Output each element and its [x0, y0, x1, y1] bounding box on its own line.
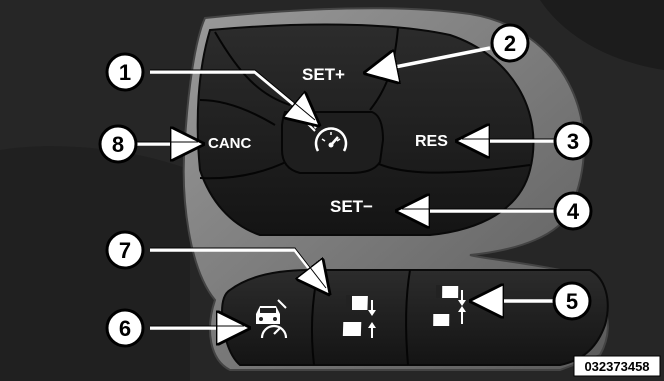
- callout-7: 7: [105, 230, 145, 270]
- svg-text:4: 4: [567, 199, 580, 224]
- svg-text:8: 8: [112, 132, 124, 157]
- wheel-spoke-left: [0, 146, 190, 381]
- figure-code: 032373458: [573, 355, 661, 377]
- callout-arrows: [137, 46, 555, 328]
- distance-decrease-icon: [342, 295, 376, 338]
- svg-text:7: 7: [119, 238, 131, 263]
- callout-4: 4: [553, 191, 593, 231]
- set-minus-label[interactable]: SET−: [330, 197, 373, 216]
- callout-1: 1: [105, 52, 145, 92]
- distance-increase-icon: [433, 285, 466, 326]
- callout-arrow-1: [150, 70, 315, 122]
- wheel-hub-shadow: [0, 0, 664, 70]
- canc-label[interactable]: CANC: [208, 135, 251, 152]
- callout-arrow-7: [150, 248, 326, 290]
- callout-8: 8: [98, 124, 138, 164]
- distance-increase-button[interactable]: [412, 272, 502, 362]
- callout-5: 5: [552, 281, 592, 321]
- callout-6: 6: [105, 308, 145, 348]
- svg-text:032373458: 032373458: [584, 359, 649, 374]
- svg-text:3: 3: [567, 129, 579, 154]
- svg-text:1: 1: [119, 60, 131, 85]
- set-plus-label[interactable]: SET+: [302, 65, 345, 84]
- svg-text:5: 5: [566, 289, 578, 314]
- distance-decrease-button[interactable]: [322, 275, 404, 363]
- adaptive-cruise-icon: [256, 299, 288, 339]
- callout-arrow-2: [370, 46, 491, 72]
- callout-2: 2: [490, 23, 530, 63]
- callout-3: 3: [553, 121, 593, 161]
- svg-text:6: 6: [119, 316, 131, 341]
- svg-text:2: 2: [504, 31, 516, 56]
- res-label[interactable]: RES: [415, 133, 448, 150]
